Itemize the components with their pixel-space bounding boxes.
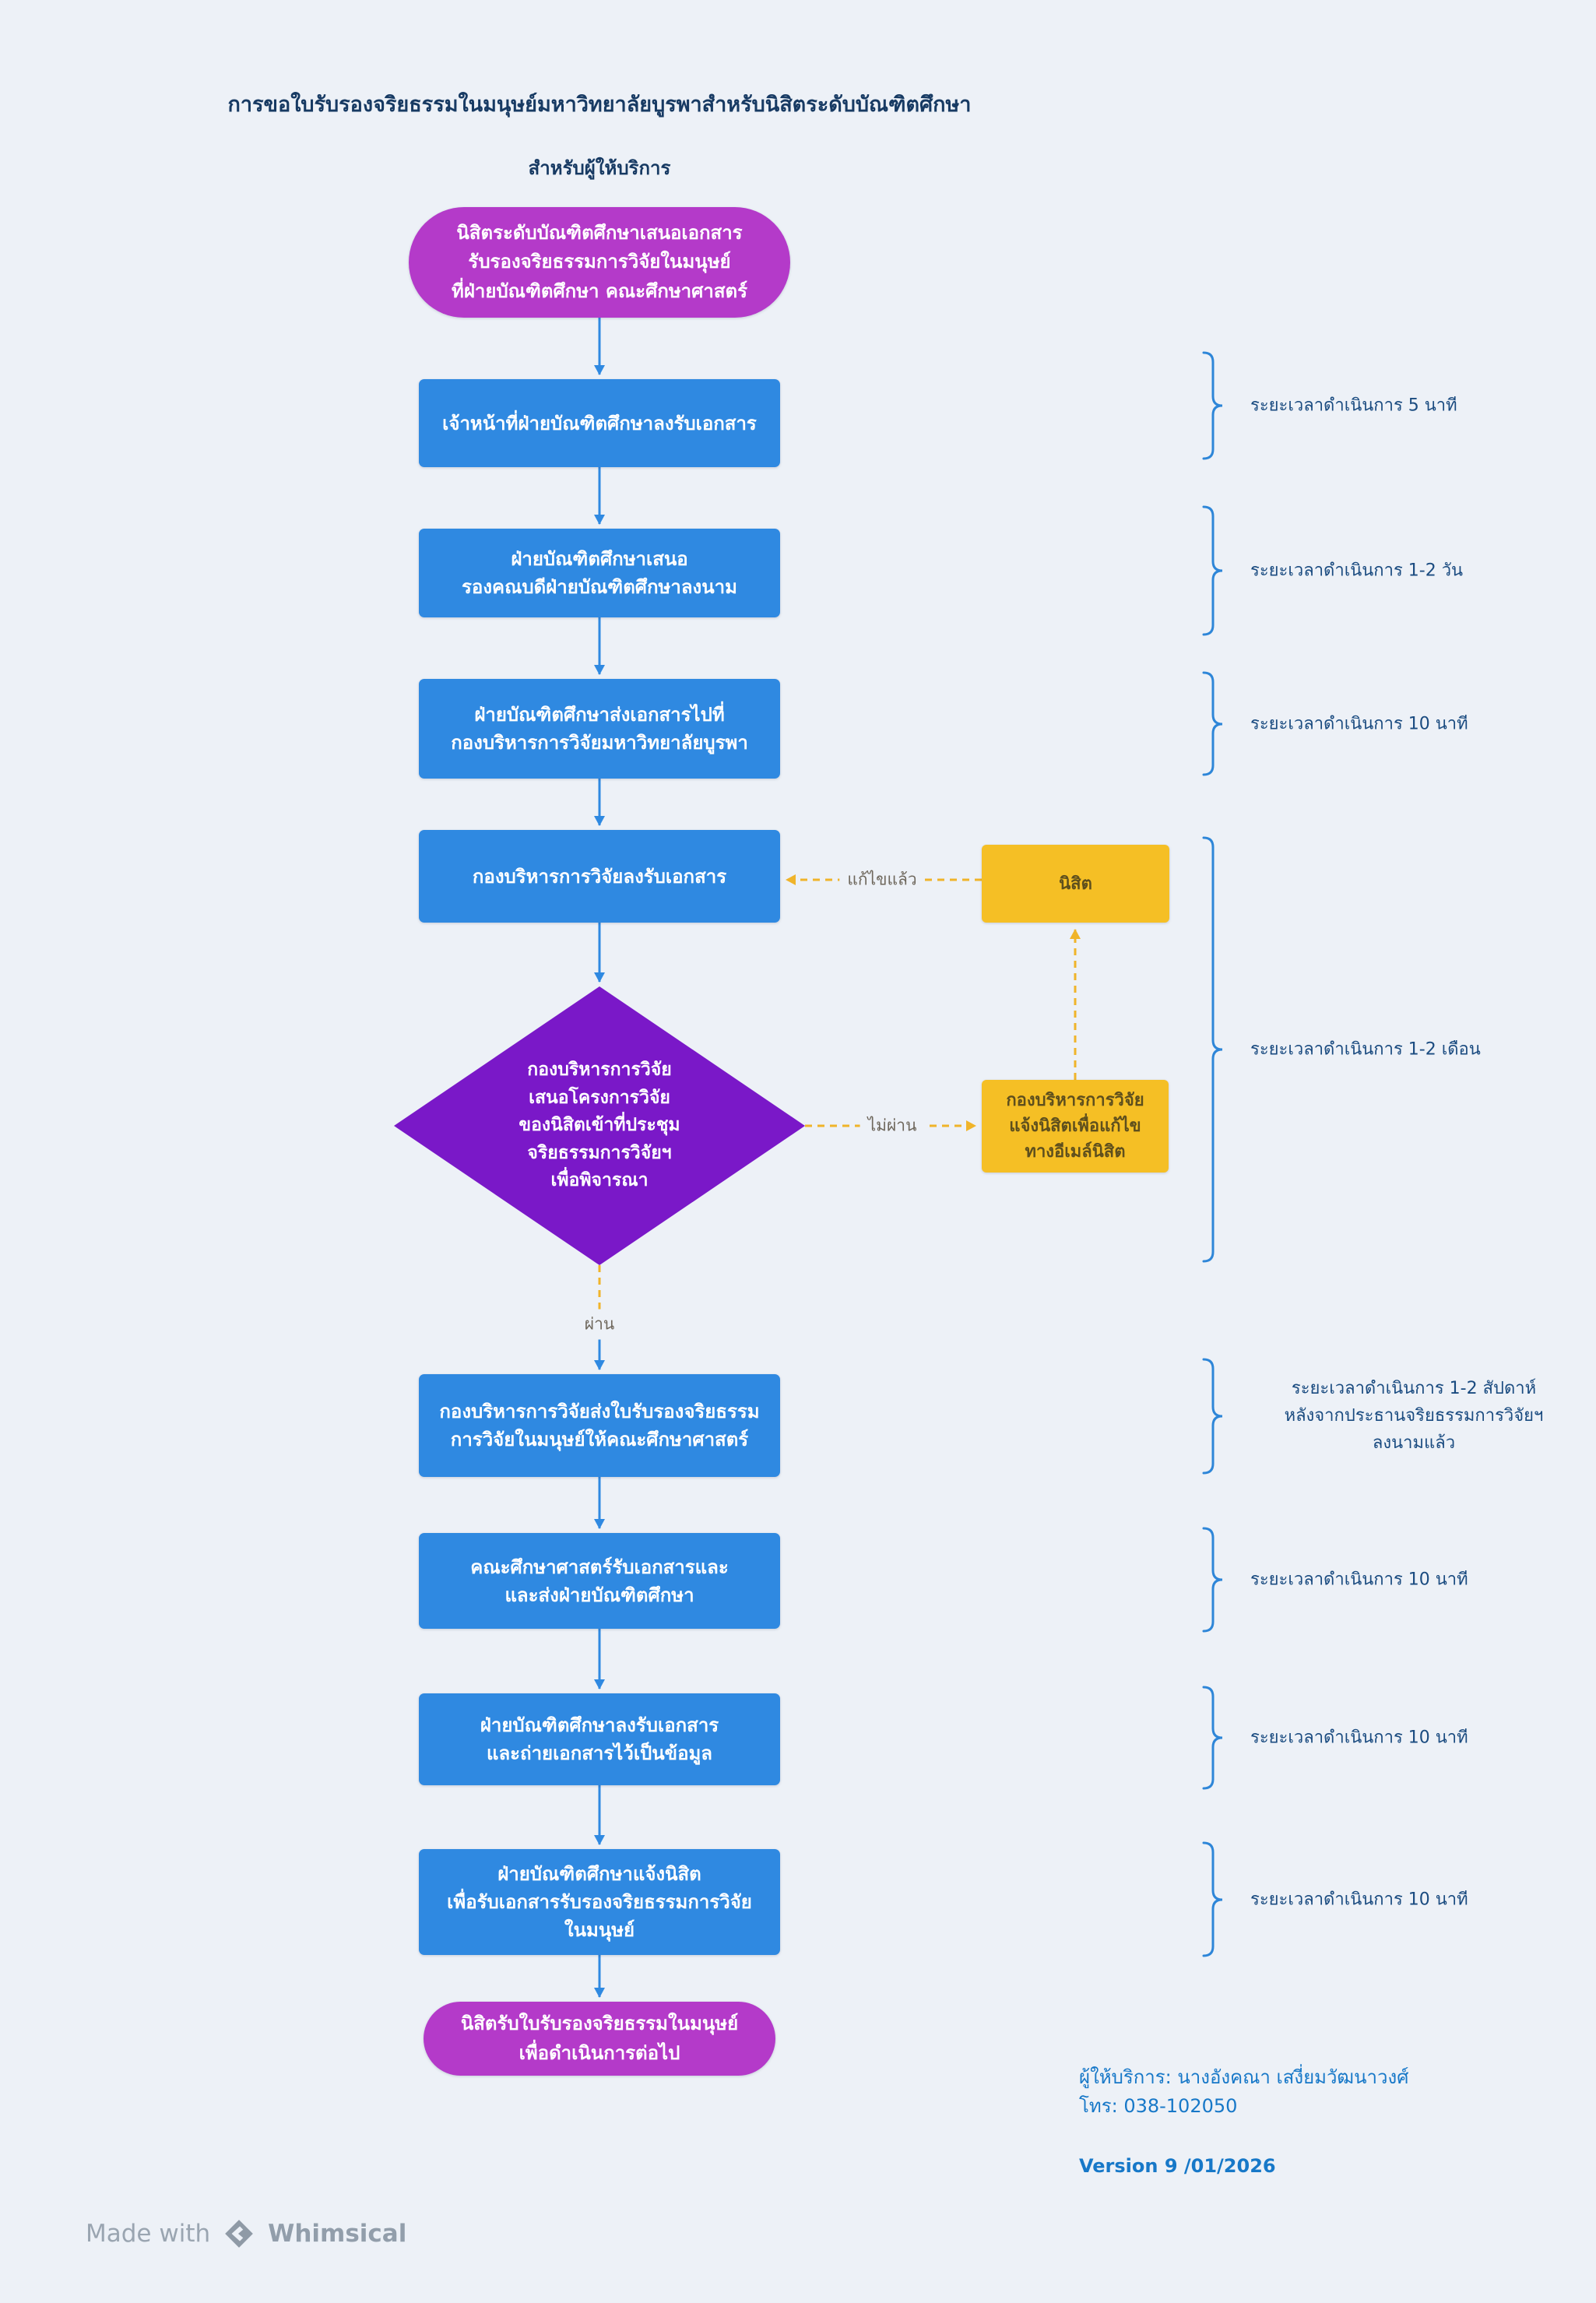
node-send-certificate[interactable]: กองบริหารการวิจัยส่งใบรับรองจริยธรรม การ… [419,1374,780,1477]
node-staff-receive[interactable]: เจ้าหน้าที่ฝ่ายบัณฑิตศึกษาลงรับเอกสาร [419,379,780,467]
node-student[interactable]: นิสิต [982,845,1169,923]
node-grad-notify[interactable]: ฝ่ายบัณฑิตศึกษาแจ้งนิสิต เพื่อรับเอกสารร… [419,1849,780,1955]
duration-annotation: ระยะเวลาดำเนินการ 1-2 สัปดาห์ หลังจากประ… [1284,1379,1544,1454]
provider-phone: โทร: 038-102050 [1079,2095,1238,2118]
duration-annotation: ระยะเวลาดำเนินการ 10 นาที [1250,1890,1468,1910]
version-label: Version 9 /01/2026 [1079,2155,1276,2177]
duration-annotation: ระยะเวลาดำเนินการ 10 นาที [1250,1570,1468,1590]
node-propose-dean[interactable]: ฝ่ายบัณฑิตศึกษาเสนอ รองคณบดีฝ่ายบัณฑิตศึ… [419,529,780,617]
duration-braces [1202,351,1223,1957]
provider-name: ผู้ให้บริการ: นางอังคณา เสงี่ยมวัฒนาวงศ์ [1079,2066,1409,2088]
whimsical-watermark: Made with Whimsical [86,2217,406,2250]
whimsical-brand-link[interactable]: Whimsical [268,2220,407,2248]
page-title: การขอใบรับรองจริยธรรมในมนุษย์มหาวิทยาลัย… [227,93,972,117]
node-research-receive[interactable]: กองบริหารการวิจัยลงรับเอกสาร [419,830,780,923]
node-notify-fix[interactable]: กองบริหารการวิจัย แจ้งนิสิตเพื่อแก้ไข ทา… [982,1080,1169,1173]
duration-annotation: ระยะเวลาดำเนินการ 5 นาที [1250,396,1457,416]
duration-annotation: ระยะเวลาดำเนินการ 10 นาที [1250,714,1468,734]
edge-label-fail: ไม่ผ่าน [860,1110,925,1141]
page-subtitle: สำหรับผู้ให้บริการ [528,157,671,179]
duration-annotation: ระยะเวลาดำเนินการ 10 นาที [1250,1728,1468,1748]
made-with-label: Made with [86,2220,211,2248]
node-start[interactable]: นิสิตระดับบัณฑิตศึกษาเสนอเอกสาร รับรองจร… [409,207,790,318]
edge-label-fixed: แก้ไขแล้ว [839,864,925,895]
node-send-to-research[interactable]: ฝ่ายบัณฑิตศึกษาส่งเอกสารไปที่ กองบริหารก… [419,679,780,779]
duration-annotation: ระยะเวลาดำเนินการ 1-2 เดือน [1250,1039,1481,1060]
edge-label-pass: ผ่าน [576,1309,623,1340]
node-grad-copy[interactable]: ฝ่ายบัณฑิตศึกษาลงรับเอกสาร และถ่ายเอกสาร… [419,1693,780,1785]
whimsical-logo-icon [225,2220,253,2248]
node-decision[interactable]: กองบริหารการวิจัย เสนอโครงการวิจัย ของนิ… [394,986,805,1265]
node-faculty-receive[interactable]: คณะศึกษาศาสตร์รับเอกสารและ และส่งฝ่ายบัณ… [419,1533,780,1629]
node-end[interactable]: นิสิตรับใบรับรองจริยธรรมในมนุษย์ เพื่อดำ… [424,2002,775,2076]
service-provider-info: ผู้ให้บริการ: นางอังคณา เสงี่ยมวัฒนาวงศ์… [1079,2063,1408,2121]
duration-annotation: ระยะเวลาดำเนินการ 1-2 วัน [1250,561,1464,581]
